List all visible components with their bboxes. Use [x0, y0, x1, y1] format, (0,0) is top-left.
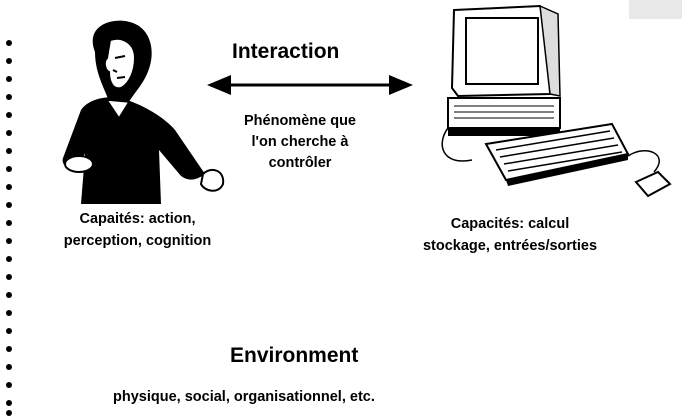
- computer-capabilities-line: Capacités: calcul: [450, 216, 570, 232]
- interaction-description-line: l'on cherche à: [251, 134, 349, 150]
- human-capabilities-line: Capaités: action,: [79, 211, 196, 227]
- environment-title: Environment: [230, 344, 359, 367]
- human-capabilities-line: perception, cognition: [63, 233, 212, 249]
- human-capabilities: Capaités: action, perception, cognition: [30, 208, 245, 252]
- interaction-description-line: contrôler: [268, 155, 332, 171]
- corner-box: [629, 0, 682, 19]
- interaction-title: Interaction: [232, 40, 340, 63]
- interaction-description: Phénomène que l'on cherche à contrôler: [210, 111, 390, 174]
- interaction-arrow: [207, 75, 413, 95]
- interaction-description-line: Phénomène que: [244, 113, 356, 129]
- computer-icon: [441, 4, 672, 198]
- person-icon: [62, 20, 225, 204]
- computer-capabilities: Capacités: calcul stockage, entrées/sort…: [375, 213, 645, 257]
- computer-capabilities-line: stockage, entrées/sorties: [422, 238, 598, 254]
- bullet-dots-column: [6, 40, 14, 416]
- environment-description: physique, social, organisationnel, etc.: [113, 389, 375, 405]
